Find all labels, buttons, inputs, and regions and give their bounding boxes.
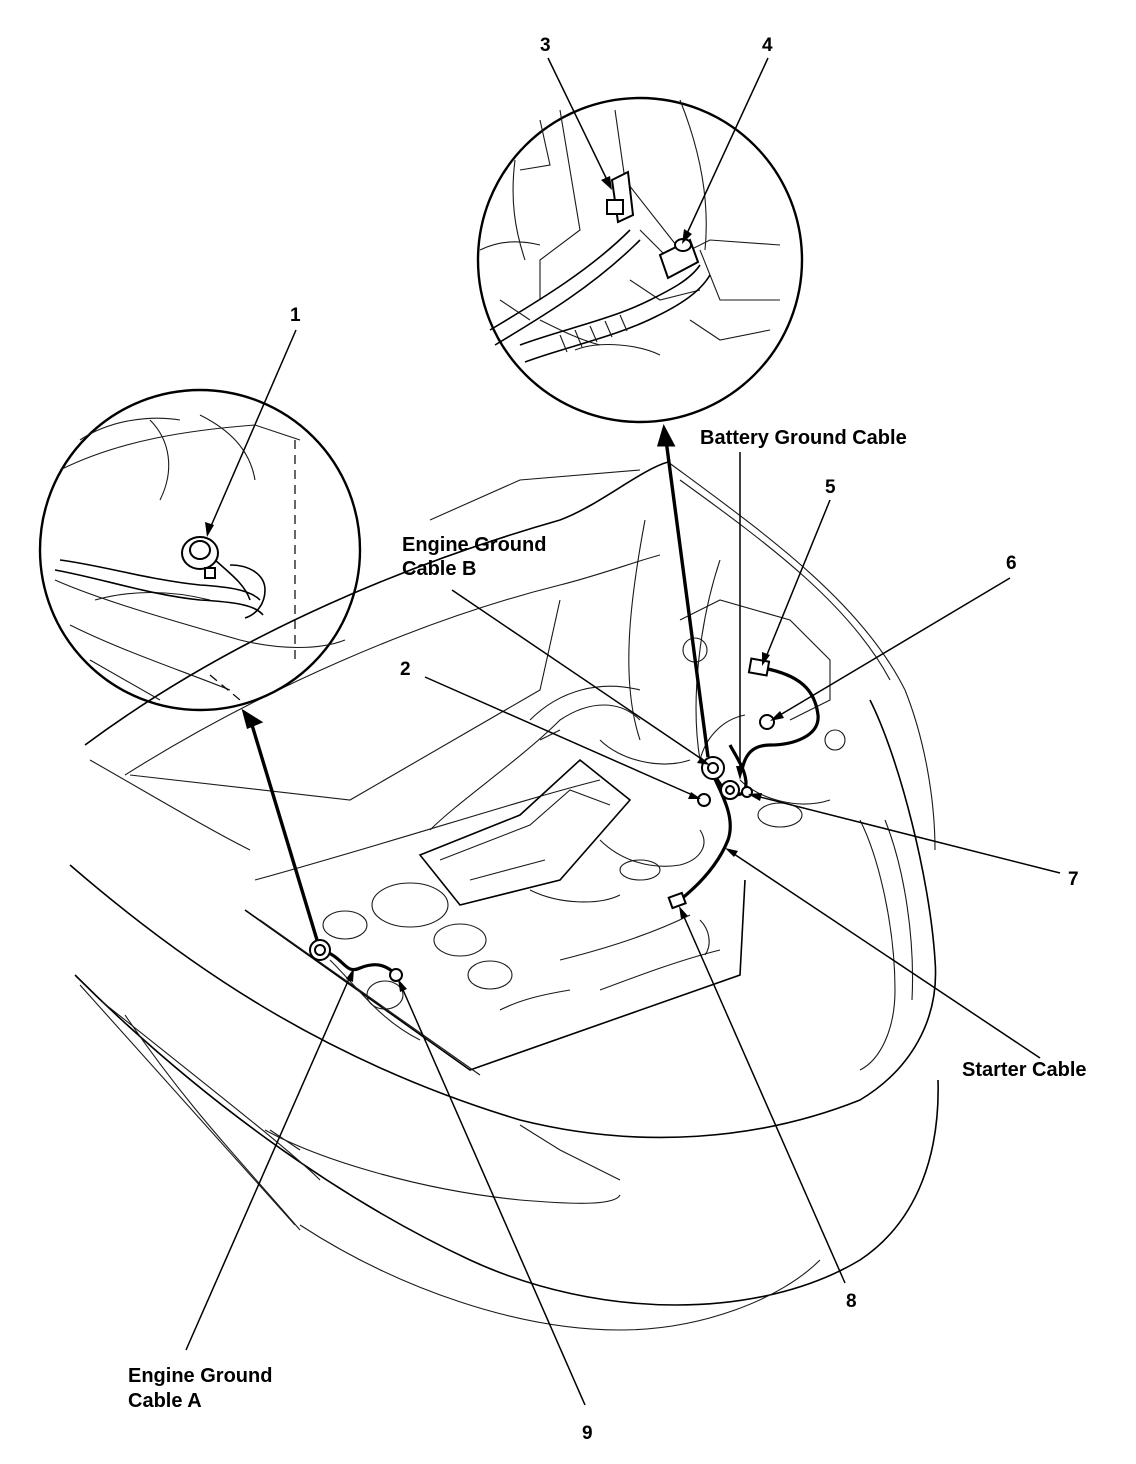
label-engine-ground-cable-b-line1: Engine Ground [402,534,547,556]
callout-number-2: 2 [400,659,411,680]
callout-number-7: 7 [1068,869,1079,890]
label-engine-ground-cable-a-line1: Engine Ground [128,1365,273,1387]
callout-number-5: 5 [825,477,836,498]
callout-number-8: 8 [846,1291,857,1312]
callout-number-4: 4 [762,35,773,56]
leader-lines [185,57,1061,1406]
callout-number-6: 6 [1006,553,1017,574]
label-battery-ground-cable: Battery Ground Cable [700,427,907,449]
engine-bay-detail [322,519,846,1041]
cables-main-view [309,657,820,982]
callout-number-9: 9 [582,1423,593,1444]
label-engine-ground-cable-b-line2: Cable B [402,558,477,580]
car-body [69,461,939,1331]
callout-number-1: 1 [290,305,301,326]
detail-circle-top [476,96,804,424]
label-starter-cable: Starter Cable [962,1059,1087,1081]
detail-callout-arrows [241,424,710,941]
detail-circle-left [38,388,362,712]
label-engine-ground-cable-a-line2: Cable A [128,1390,202,1412]
callout-number-3: 3 [540,35,551,56]
